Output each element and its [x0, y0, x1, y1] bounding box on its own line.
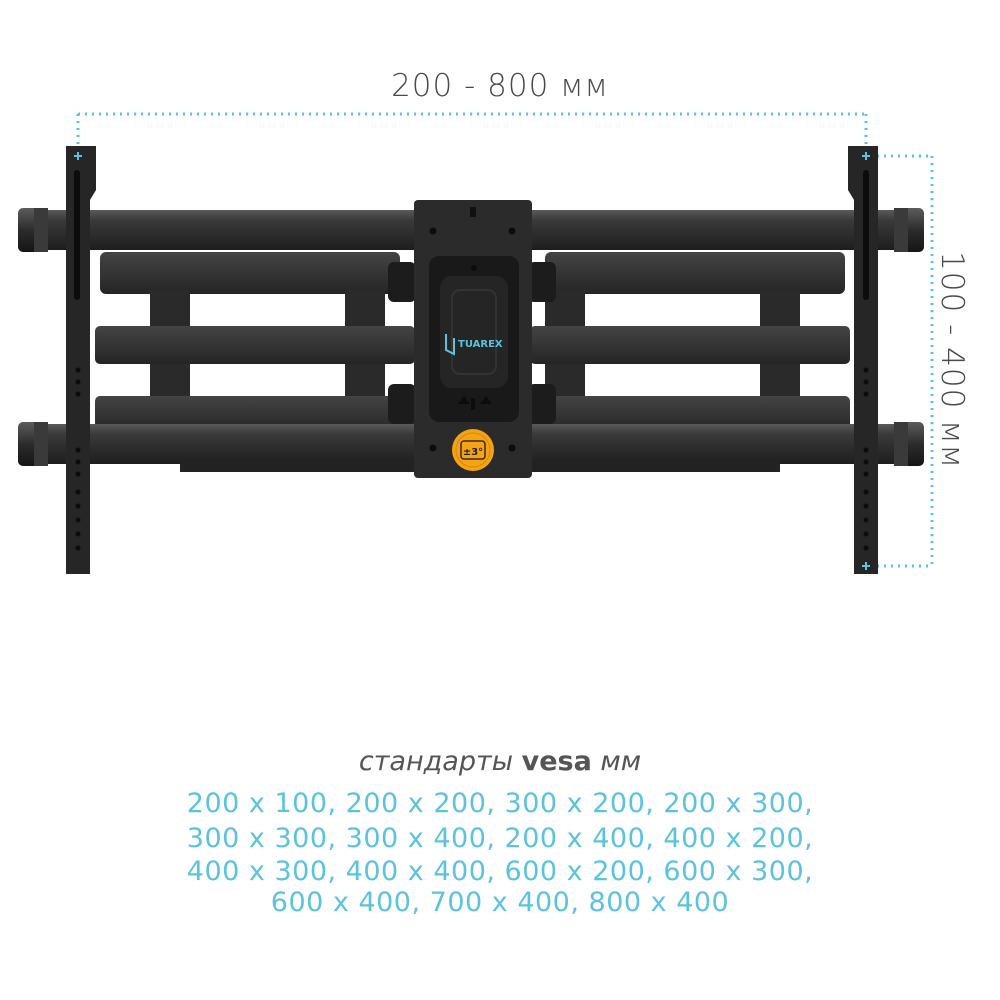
middle-arm [95, 326, 850, 364]
right-vertical-bracket [848, 146, 878, 574]
hole-markers [74, 152, 870, 570]
svg-text:TUAREX: TUAREX [458, 339, 503, 350]
vesa-title-prefix: стандарты [358, 746, 514, 777]
width-dimension-label: 200 - 800 мм [391, 68, 609, 104]
vesa-list-line: 600 x 400, 700 x 400, 800 x 400 [270, 887, 730, 918]
center-wall-plate [414, 200, 532, 478]
tuarex-logo: TUAREX [445, 334, 503, 356]
vesa-list-line: 200 x 100, 200 x 200, 300 x 200, 200 x 3… [186, 788, 814, 819]
width-dimension-line [76, 112, 868, 150]
height-dimension-line [870, 154, 934, 568]
tilt-badge: ±3° [452, 429, 494, 471]
rail-end-caps [18, 208, 924, 466]
vesa-title-bold: vesa [521, 746, 592, 777]
hinge-joints [388, 262, 556, 424]
vesa-title-suffix: мм [600, 746, 642, 777]
svg-text:±3°: ±3° [463, 447, 483, 458]
lower-arm [95, 396, 850, 432]
left-vertical-bracket [66, 146, 96, 574]
vesa-standards-heading: стандарты vesa мм [0, 746, 1000, 777]
vesa-list-line: 300 x 300, 300 x 400, 200 x 400, 400 x 2… [186, 823, 814, 854]
vesa-list-line: 400 x 300, 400 x 400, 600 x 200, 600 x 3… [186, 856, 814, 887]
